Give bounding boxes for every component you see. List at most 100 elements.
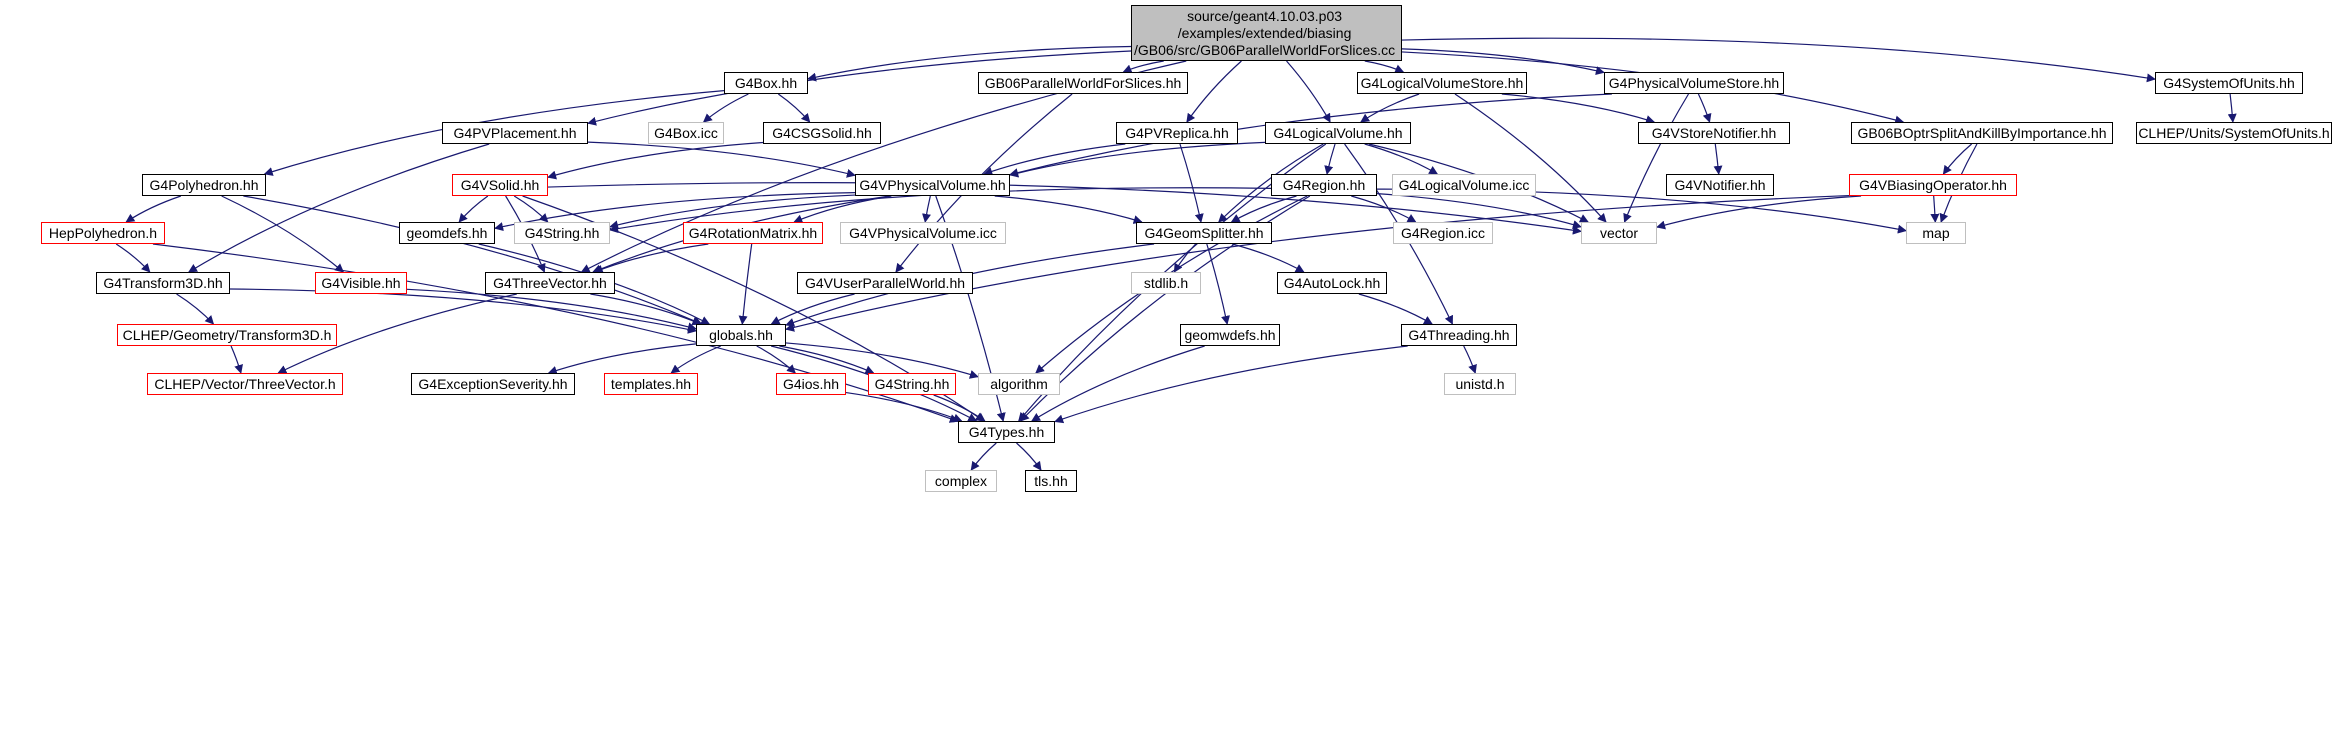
edge-root-to-g4logvol-hh [1286, 60, 1331, 123]
edge-g4lvstore-hh-to-vector [1454, 93, 1607, 223]
edge-g4region-hh-to-g4geomsplitter-hh [1230, 195, 1297, 223]
node-g4vbiasop-hh[interactable]: G4VBiasingOperator.hh [1849, 174, 2017, 196]
edge-g4pvstore-hh-to-vector [1623, 93, 1690, 223]
edge-g4logvol-hh-to-g4logvol-icc [1364, 143, 1439, 175]
edge-g4autolock-hh-to-g4threading-hh [1358, 293, 1433, 325]
node-stdlib-h: stdlib.h [1131, 272, 1201, 294]
edge-g4logvol-hh-to-g4geomsplitter-hh [1218, 143, 1324, 223]
edge-g4vbiasop-hh-to-vector [1656, 195, 1862, 230]
edge-gb06optr-hh-to-g4vbiasop-hh [1942, 143, 1973, 175]
node-clhep-transform3d-h[interactable]: CLHEP/Geometry/Transform3D.h [117, 324, 337, 346]
edge-hepPolyhedron-h-to-g4types-hh [152, 243, 959, 423]
node-g4vnotifier-hh[interactable]: G4VNotifier.hh [1666, 174, 1774, 196]
node-g4vphysvol-hh[interactable]: G4VPhysicalVolume.hh [855, 174, 1010, 196]
edge-g4threading-hh-to-g4types-hh [1054, 345, 1408, 424]
node-g4logvol-icc: G4LogicalVolume.icc [1392, 174, 1536, 196]
edge-g4box-hh-to-g4box-icc [702, 93, 749, 123]
edge-g4types-hh-to-tls-hh [1016, 442, 1042, 471]
edge-g4ios-hh-to-g4types-hh [845, 391, 963, 423]
edge-g4polyhedron-hh-to-globals-hh [243, 195, 703, 325]
node-geomdefs-hh[interactable]: geomdefs.hh [399, 222, 495, 244]
node-g4vphysvol-icc: G4VPhysicalVolume.icc [840, 222, 1006, 244]
edge-g4types-hh-to-complex [970, 442, 997, 471]
edge-root-to-g4pvreplica-hh [1186, 60, 1242, 123]
node-hepPolyhedron-h[interactable]: HepPolyhedron.h [41, 222, 165, 244]
node-g4autolock-hh[interactable]: G4AutoLock.hh [1277, 272, 1387, 294]
edge-g4pvreplica-hh-to-g4geomsplitter-hh [1179, 143, 1204, 223]
node-g4region-icc: G4Region.icc [1393, 222, 1493, 244]
node-g4pvreplica-hh[interactable]: G4PVReplica.hh [1116, 122, 1238, 144]
edge-g4geomsplitter-hh-to-g4autolock-hh [1232, 243, 1305, 273]
node-unistd-h: unistd.h [1444, 373, 1516, 395]
node-g4pvplacement-hh[interactable]: G4PVPlacement.hh [442, 122, 588, 144]
node-g4string-hh: G4String.hh [514, 222, 610, 244]
node-g4vuserpw-hh[interactable]: G4VUserParallelWorld.hh [797, 272, 973, 294]
edge-g4visible-hh-to-globals-hh [406, 288, 697, 332]
node-g4sysunits-hh[interactable]: G4SystemOfUnits.hh [2155, 72, 2303, 94]
edge-globals-hh-to-algorithm [785, 342, 979, 379]
edge-g4box-hh-to-g4csgsolid-hh [777, 93, 811, 123]
node-g4threevector-hh[interactable]: G4ThreeVector.hh [485, 272, 615, 294]
node-g4vsolid-hh[interactable]: G4VSolid.hh [452, 174, 548, 196]
edge-g4geomsplitter-hh-to-stdlib-h [1173, 243, 1197, 273]
node-g4box-hh[interactable]: G4Box.hh [724, 72, 808, 94]
node-g4threading-hh[interactable]: G4Threading.hh [1401, 324, 1517, 346]
node-g4excseverity-hh[interactable]: G4ExceptionSeverity.hh [411, 373, 575, 395]
edge-g4pvstore-hh-to-g4storenotifier-hh [1697, 93, 1712, 123]
edge-g4csgsolid-hh-to-g4vsolid-hh [547, 141, 764, 180]
node-complex: complex [925, 470, 997, 492]
node-g4storenotifier-hh[interactable]: G4VStoreNotifier.hh [1638, 122, 1790, 144]
edge-g4transform3d-hh-to-clhep-transform3d-h [176, 293, 215, 325]
edge-globals-hh-to-g4ios-hh [756, 345, 796, 374]
node-g4geomsplitter-hh[interactable]: G4GeomSplitter.hh [1136, 222, 1272, 244]
node-tls-hh[interactable]: tls.hh [1025, 470, 1077, 492]
node-g4polyhedron-hh[interactable]: G4Polyhedron.hh [142, 174, 266, 196]
edge-g4pvreplica-hh-to-g4vphysvol-hh [983, 143, 1126, 176]
edge-globals-hh-to-g4excseverity-hh [547, 343, 697, 375]
edge-g4storenotifier-hh-to-g4vnotifier-hh [1713, 143, 1723, 175]
node-g4visible-hh[interactable]: G4Visible.hh [315, 272, 407, 294]
node-gb06optr-hh[interactable]: GB06BOptrSplitAndKillByImportance.hh [1851, 122, 2113, 144]
node-g4string2-hh[interactable]: G4String.hh [868, 373, 956, 395]
edge-g4vuserpw-hh-to-globals-hh [770, 293, 855, 325]
node-algorithm: algorithm [978, 373, 1060, 395]
edge-g4lvstore-hh-to-g4logvol-hh [1360, 93, 1420, 123]
node-g4region-hh[interactable]: G4Region.hh [1271, 174, 1377, 196]
edge-g4logvol-hh-to-g4vphysvol-hh [1009, 141, 1266, 178]
edge-g4pvplacement-hh-to-g4transform3d-hh [188, 143, 490, 273]
node-templates-hh[interactable]: templates.hh [604, 373, 698, 395]
node-map: map [1906, 222, 1966, 244]
node-g4lvstore-hh[interactable]: G4LogicalVolumeStore.hh [1357, 72, 1527, 94]
edge-g4pvplacement-hh-to-g4vphysvol-hh [587, 141, 856, 178]
edge-root-to-g4lvstore-hh [1364, 60, 1405, 73]
edge-g4rotmatrix-hh-to-g4threevector-hh [593, 243, 709, 274]
edge-root-to-g4sysunits-hh [1401, 37, 2156, 83]
edge-root-to-g4pvstore-hh [1401, 48, 1605, 76]
node-clhep-threevector-h[interactable]: CLHEP/Vector/ThreeVector.h [147, 373, 343, 395]
edge-g4string2-hh-to-g4types-hh [933, 394, 986, 422]
edge-root-to-gb06pw-hh [1122, 60, 1164, 74]
node-g4logvol-hh[interactable]: G4LogicalVolume.hh [1265, 122, 1411, 144]
edge-clhep-transform3d-h-to-clhep-threevector-h [230, 345, 243, 374]
node-globals-hh[interactable]: globals.hh [696, 324, 786, 346]
edge-g4geomsplitter-hh-to-geomwdefs-hh [1206, 243, 1230, 325]
node-geomwdefs-hh[interactable]: geomwdefs.hh [1180, 324, 1280, 346]
edge-globals-hh-to-templates-hh [670, 345, 722, 374]
node-g4rotmatrix-hh[interactable]: G4RotationMatrix.hh [683, 222, 823, 244]
node-g4csgsolid-hh[interactable]: G4CSGSolid.hh [763, 122, 881, 144]
edge-g4vphysvol-hh-to-g4rotmatrix-hh [793, 195, 892, 224]
edge-g4threading-hh-to-unistd-h [1463, 345, 1477, 374]
node-gb06pw-hh[interactable]: GB06ParallelWorldForSlices.hh [978, 72, 1188, 94]
edge-g4vphysvol-hh-to-g4geomsplitter-hh [994, 195, 1143, 224]
node-g4box-icc: G4Box.icc [648, 122, 724, 144]
node-g4types-hh[interactable]: G4Types.hh [958, 421, 1055, 443]
edge-g4vbiasop-hh-to-map [1930, 195, 1940, 223]
edge-g4vphysvol-hh-to-geomdefs-hh [494, 192, 856, 231]
edge-g4threevector-hh-to-globals-hh [590, 293, 702, 326]
node-clhep-units-hh[interactable]: CLHEP/Units/SystemOfUnits.h [2136, 122, 2332, 144]
node-g4pvstore-hh[interactable]: G4PhysicalVolumeStore.hh [1604, 72, 1784, 94]
node-g4transform3d-hh[interactable]: G4Transform3D.hh [96, 272, 230, 294]
edge-g4vbiasop-hh-to-globals-hh [785, 194, 1850, 332]
node-g4ios-hh[interactable]: G4ios.hh [776, 373, 846, 395]
edge-g4vphysvol-hh-to-g4vphysvol-icc [922, 195, 931, 223]
